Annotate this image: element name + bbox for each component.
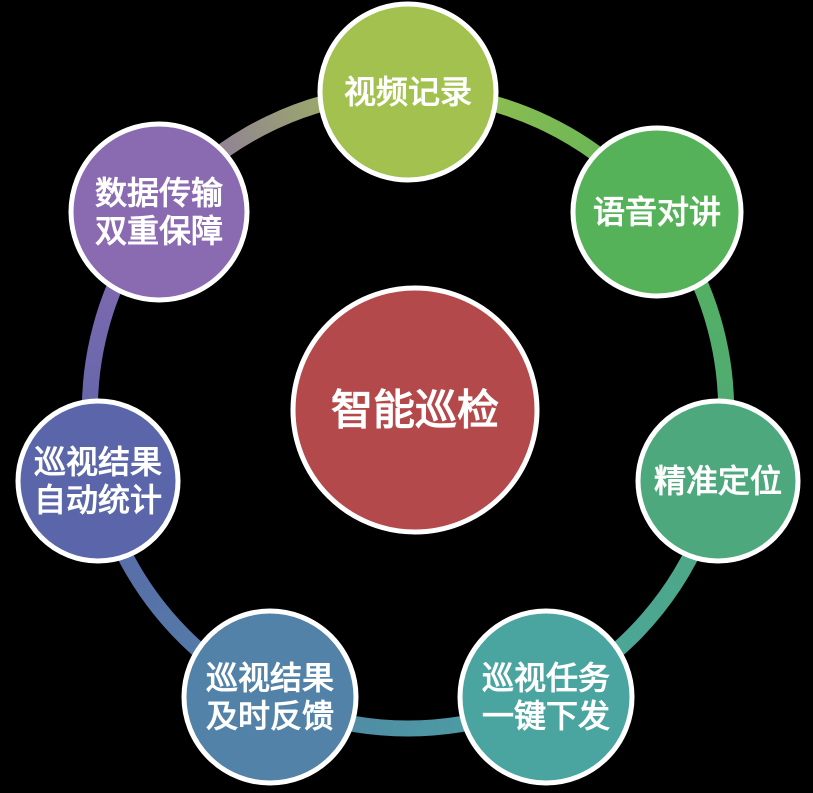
node-label: 视频记录 [344,74,472,110]
node-circle [15,398,181,564]
node-circle [570,125,744,299]
node-label: 巡视结果 [206,660,334,696]
node-circle [635,398,801,564]
center-node: 智能巡检 [290,285,540,535]
node-1: 视频记录 [317,1,499,183]
node-label: 自动统计 [34,482,162,518]
center-label: 智能巡检 [331,387,499,434]
center-circle [290,285,540,535]
node-label: 精准定位 [654,463,782,499]
node-label: 巡视任务 [482,660,610,696]
node-label: 一键下发 [482,698,610,734]
node-circle [181,608,359,786]
node-label: 语音对讲 [593,194,721,230]
node-circle [68,121,250,303]
node-label: 双重保障 [95,213,223,249]
node-circle [317,1,499,183]
node-2: 语音对讲 [570,125,744,299]
node-label: 及时反馈 [206,698,334,734]
outer-nodes: 视频记录语音对讲精准定位巡视任务一键下发巡视结果及时反馈巡视结果自动统计数据传输… [15,1,801,786]
node-label: 数据传输 [95,175,224,211]
node-circle [457,608,635,786]
node-label: 巡视结果 [34,444,162,480]
node-3: 精准定位 [635,398,801,564]
